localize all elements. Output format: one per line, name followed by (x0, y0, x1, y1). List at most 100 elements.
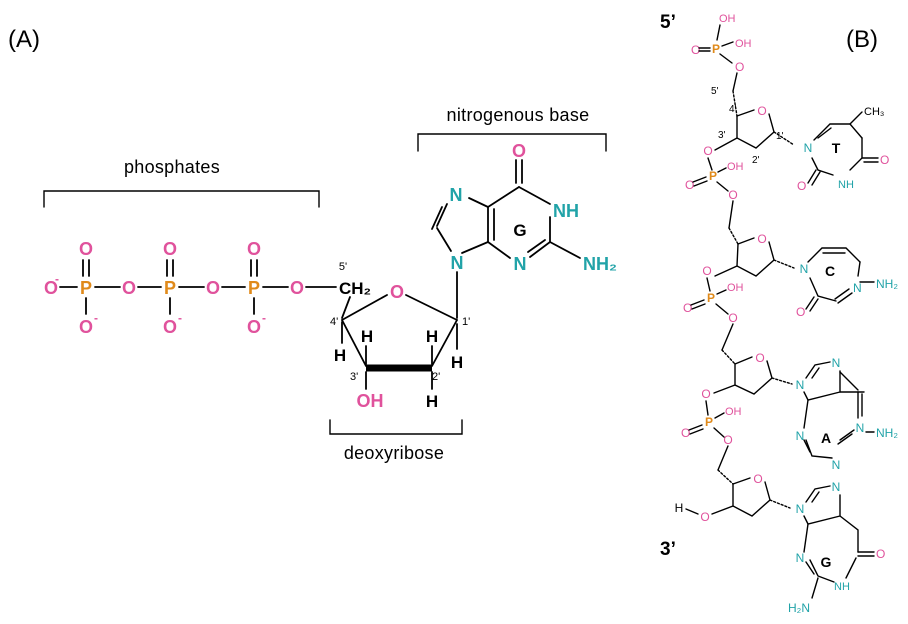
nh-group: NH (838, 179, 854, 191)
charge-minus: - (178, 311, 182, 325)
oxygen-atom: O (163, 317, 177, 337)
hydroxyl-group: OH (719, 13, 736, 25)
terminal-phosphate: P OH OH O O (691, 13, 752, 92)
nitrogen-atom: N (804, 141, 813, 155)
charge-minus: - (55, 272, 59, 286)
carbonyl-oxygen: O (512, 141, 526, 161)
oxygen-atom: O (703, 144, 712, 158)
oxygen-atom: O (163, 239, 177, 259)
oxygen-atom: O (685, 178, 694, 192)
base-letter-t: T (832, 140, 841, 156)
position-2-label: 2' (432, 371, 440, 383)
ring-oxygen-atom: O (390, 282, 404, 302)
hydroxyl-group: OH (725, 406, 742, 418)
phosphates-bracket (43, 190, 320, 208)
ring-oxygen-atom: O (755, 351, 764, 365)
position-1-label: 1' (776, 131, 784, 142)
nitrogen-atom: N (796, 502, 805, 516)
nitrogen-atom: N (450, 185, 463, 205)
oxygen-atom: O (247, 317, 261, 337)
base-letter-c: C (825, 263, 835, 279)
hydrogen-atom: H (361, 327, 373, 346)
panel-a-label: (A) (8, 26, 40, 53)
position-4-label: 4' (729, 104, 737, 115)
phosphate-3: P O O - O (247, 239, 304, 337)
nitrogen-atom: N (800, 262, 809, 276)
nitrogen-atom: N (832, 356, 841, 370)
position-4-label: 4' (330, 316, 338, 328)
nitrogen-atom: N (514, 254, 527, 274)
oxygen-atom: O (728, 188, 737, 202)
charge-minus: - (262, 311, 266, 325)
base-letter-g: G (513, 221, 526, 240)
oxygen-atom: O (723, 433, 732, 447)
nitrogen-atom: N (856, 421, 865, 435)
oxygen-atom: O (206, 278, 220, 298)
phosphorus-atom: P (164, 278, 176, 298)
oxygen-atom: O (683, 301, 692, 315)
phosphorus-atom: P (80, 278, 92, 298)
nitrogenous-base-label: nitrogenous base (447, 105, 590, 125)
deoxyribose-label: deoxyribose (344, 443, 444, 463)
oxygen-atom: O (701, 387, 710, 401)
oxygen-atom: O (122, 278, 136, 298)
triphosphate-group (59, 259, 337, 315)
oxygen-atom: O (728, 311, 737, 325)
position-3-label: 3' (350, 371, 358, 383)
carbonyl-oxygen: O (876, 547, 885, 561)
three-prime-end-label: 3’ (660, 539, 676, 560)
base-letter-a: A (821, 430, 831, 446)
oxygen-atom: O (79, 317, 93, 337)
position-2-label: 2' (752, 155, 760, 166)
five-prime-end-label: 5’ (660, 12, 676, 33)
amino-group: NH₂ (583, 254, 617, 274)
methyl-group: CH₃ (864, 106, 884, 118)
nh-group: NH (553, 201, 579, 221)
phosphorus-atom: P (705, 415, 713, 429)
panel-a: (A) phosphates nitrogenous base deoxyrib… (8, 26, 617, 463)
amino-group: H₂N (788, 601, 810, 615)
hydroxyl-oxygen: O (700, 510, 709, 524)
panel-b: (B) 5’ 3’ P OH OH O O 5' 4' 3' 2' 1' O (660, 12, 898, 615)
phosphodiester-2: O P OH O O (683, 264, 744, 351)
hydrogen-atom: H (426, 392, 438, 411)
oxygen-atom: O (681, 426, 690, 440)
position-5-label: 5' (339, 261, 347, 273)
carbonyl-oxygen: O (797, 179, 806, 193)
ring-oxygen-atom: O (753, 472, 762, 486)
oxygen-atom: O (735, 60, 744, 74)
deoxyribose-ring: CH₂ 5' O 4' 1' 3' 2' H H OH H H H (330, 261, 470, 411)
oxygen-atom: O (702, 264, 711, 278)
panel-b-label: (B) (846, 26, 878, 53)
nitrogen-atom: N (853, 281, 862, 295)
nitrogen-atom: N (832, 458, 841, 472)
position-5-label: 5' (711, 86, 719, 97)
hydroxyl-group: OH (727, 161, 744, 173)
ring-oxygen-atom: O (757, 104, 766, 118)
oxygen-atom: O (691, 43, 700, 57)
hydrogen-atom: H (334, 346, 346, 365)
nitrogenous-base-bracket (417, 133, 607, 152)
nucleotide-thymine: 5' 4' 3' 2' 1' O N O NH O CH₃ T (711, 86, 889, 193)
phosphorus-atom: P (712, 42, 720, 56)
hydroxyl-group: OH (727, 282, 744, 294)
amino-group: NH₂ (876, 426, 898, 440)
carbonyl-oxygen: O (880, 153, 889, 167)
phosphorus-atom: P (248, 278, 260, 298)
position-3-label: 3' (718, 130, 726, 141)
base-letter-g: G (821, 554, 832, 570)
guanine-base: N N N NH NH₂ O G (431, 141, 617, 274)
charge-minus: - (94, 311, 98, 325)
hydroxyl-group: OH (735, 38, 752, 50)
ch2-group: CH₂ (339, 279, 371, 298)
phosphate-2: P O O - O (163, 239, 220, 337)
hydrogen-atom: H (675, 501, 684, 515)
hydroxyl-group: OH (357, 391, 384, 411)
nitrogen-atom: N (796, 429, 805, 443)
nucleotide-adenine: O N N N NH₂ N N A (713, 349, 898, 472)
phosphate-1: O - P O O - O (44, 239, 136, 337)
oxygen-atom: O (79, 239, 93, 259)
deoxyribose-bracket (329, 419, 463, 435)
carbonyl-oxygen: O (796, 305, 805, 319)
